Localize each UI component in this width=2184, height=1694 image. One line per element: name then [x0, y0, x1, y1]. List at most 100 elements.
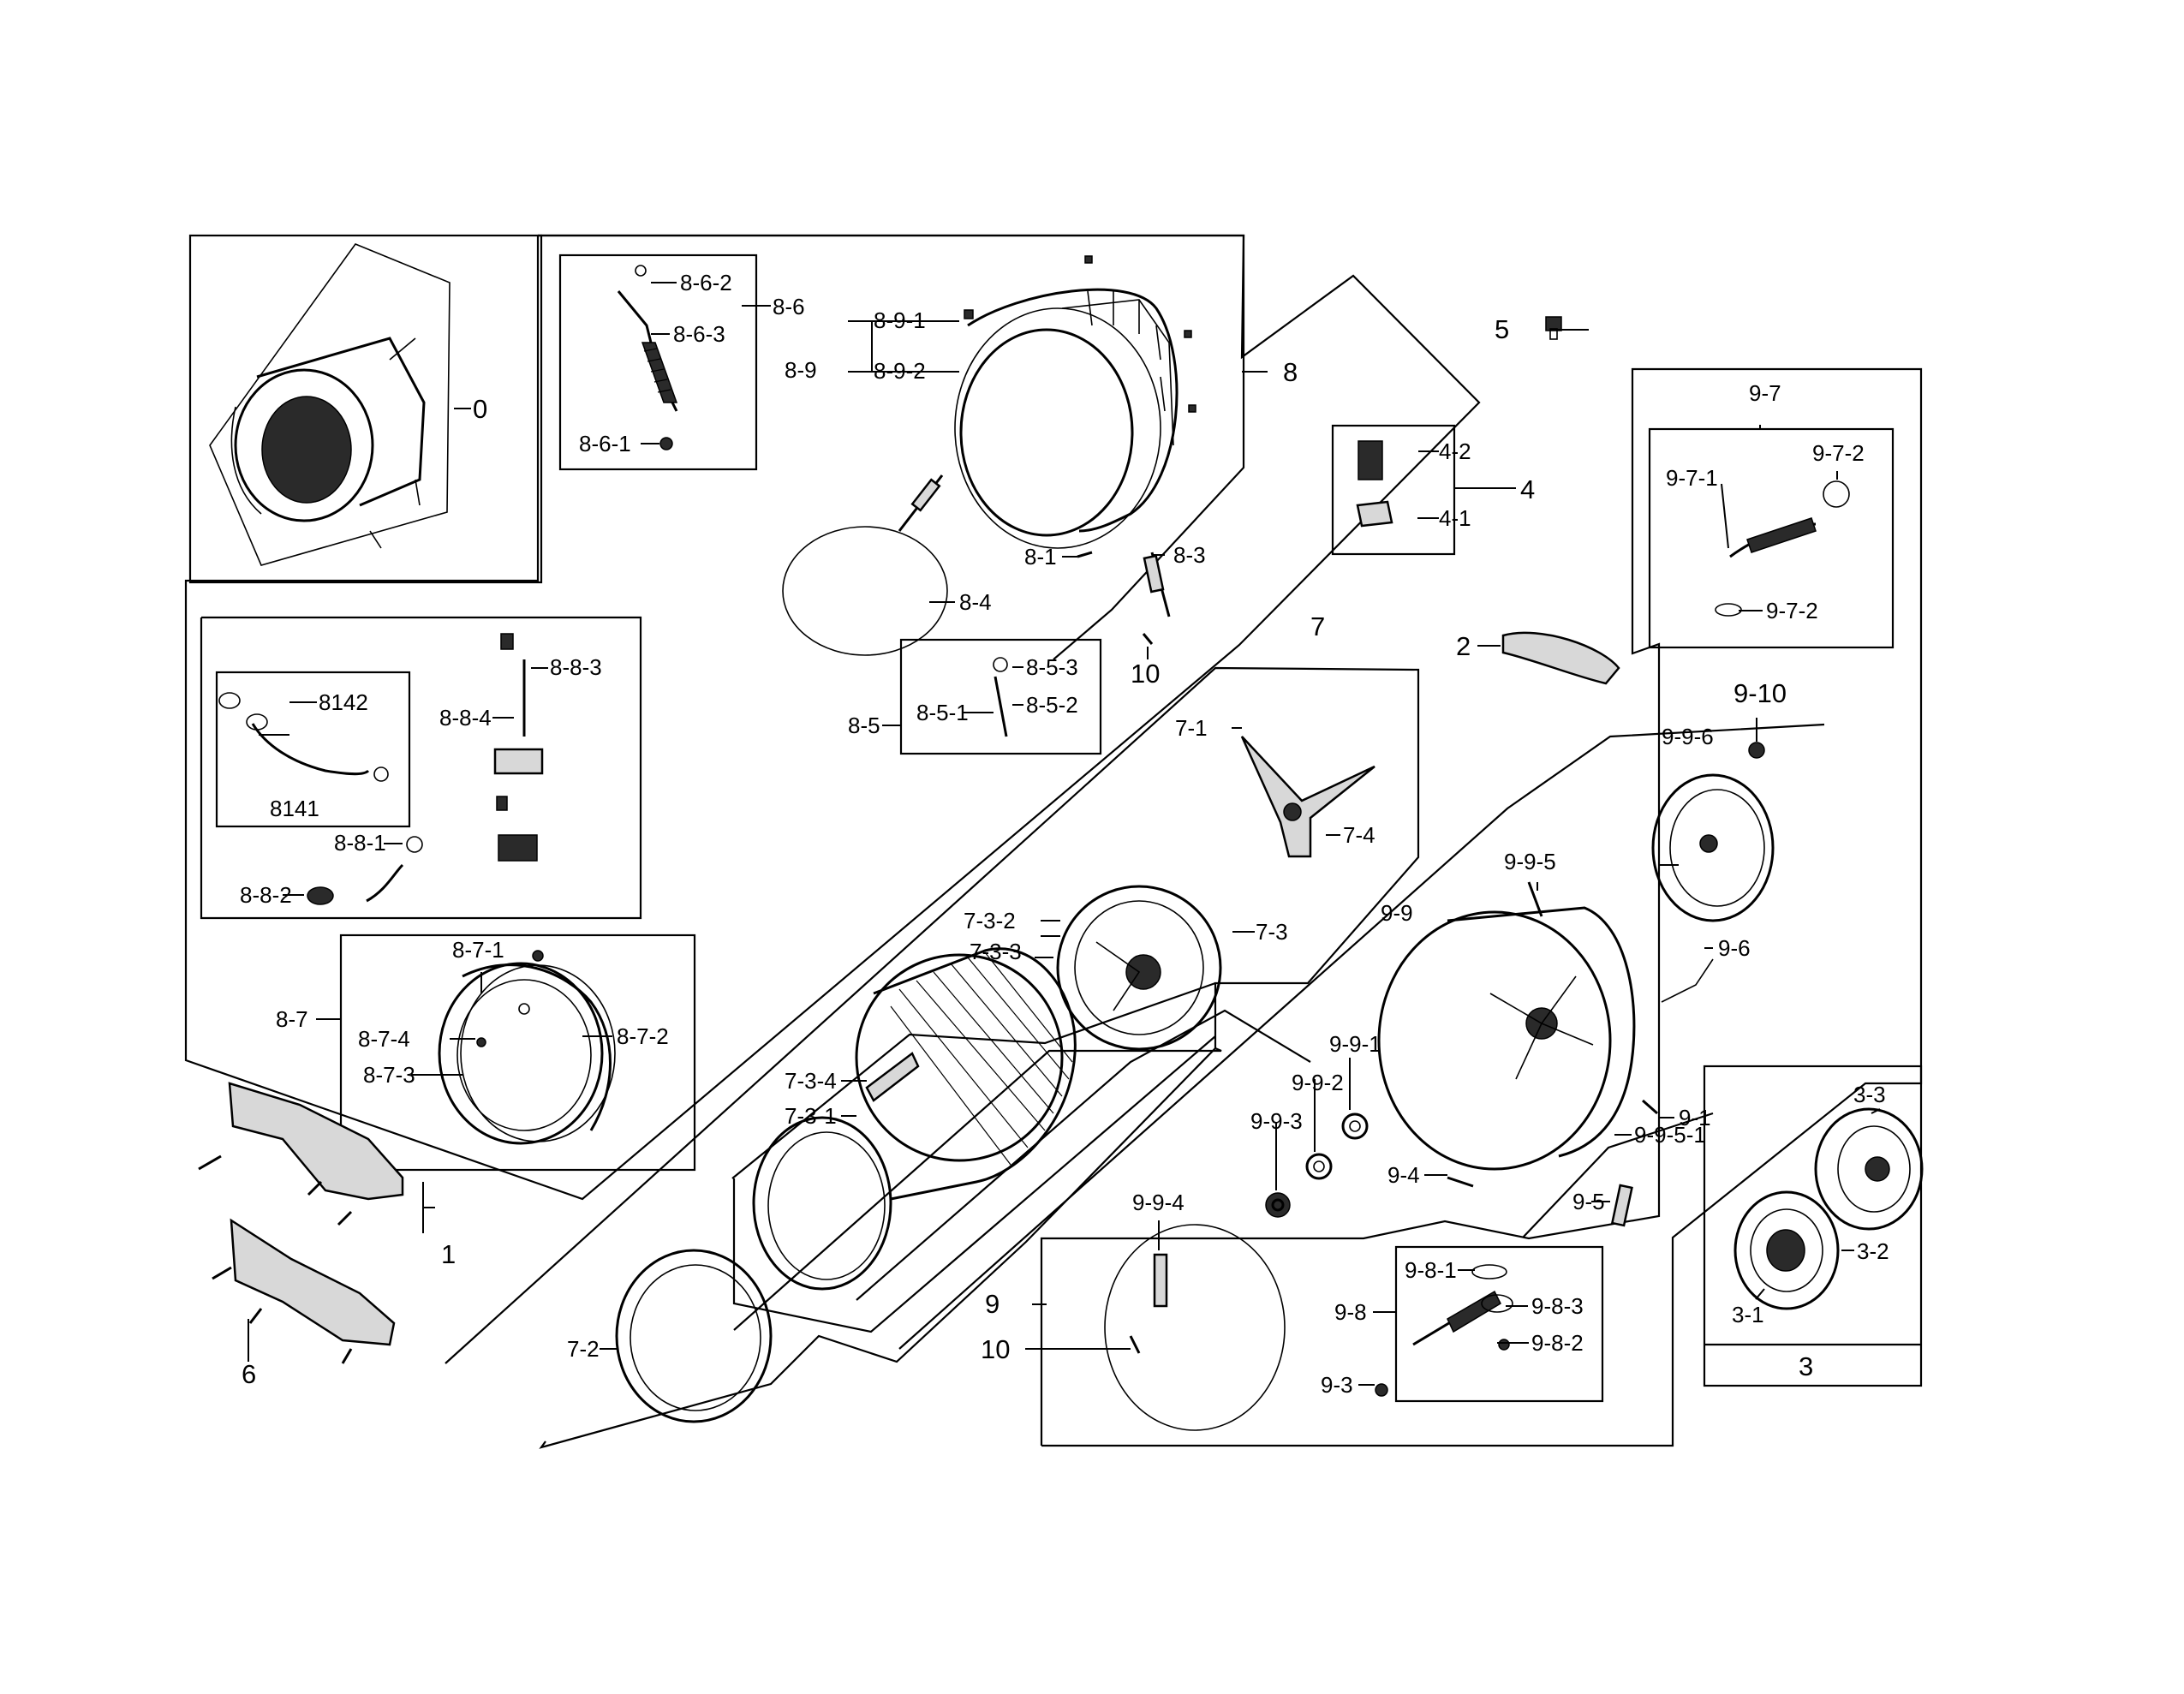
callout-9-10: 9-10 [1733, 678, 1787, 708]
connector-line-a [856, 1009, 1311, 1301]
frame-hinge-8-5 [899, 638, 1102, 755]
group-frames [184, 234, 1923, 1449]
callout-8-6-2: 8-6-2 [680, 270, 732, 295]
hose-8-6-illustration [617, 265, 678, 450]
callout-3: 3 [1799, 1351, 1813, 1381]
drum-7-illustration [615, 736, 1375, 1423]
callout-8142: 8142 [319, 689, 368, 715]
callout-9-9-2: 9-9-2 [1292, 1070, 1344, 1095]
callout-9-5: 9-5 [1572, 1189, 1605, 1214]
callout-7-3-4: 7-3-4 [785, 1068, 837, 1094]
callout-2: 2 [1456, 631, 1471, 661]
frame-assembly-0 [188, 234, 543, 584]
connector-line-c [1522, 1112, 1714, 1238]
callout-8-8-3: 8-8-3 [550, 654, 602, 680]
callout-9-9-6: 9-9-6 [1662, 724, 1714, 749]
callout-1: 1 [441, 1239, 456, 1269]
callout-8-9: 8-9 [785, 357, 817, 383]
callout-9-3: 9-3 [1321, 1372, 1353, 1398]
callout-7-3-1: 7-3-1 [785, 1103, 837, 1129]
frame-heater-4 [1331, 424, 1456, 556]
callout-4-2: 4-2 [1439, 438, 1471, 464]
callout-3-3: 3-3 [1853, 1082, 1886, 1107]
callout-9-7-2-bottom: 9-7-2 [1766, 598, 1818, 623]
callout-8: 8 [1283, 357, 1298, 387]
rotor-3-3 [1814, 1107, 1924, 1231]
frame-drum-7-3-box [732, 1035, 1216, 1333]
callout-8-4: 8-4 [959, 589, 992, 615]
callout-10-upper: 10 [1131, 659, 1160, 689]
callout-8-9-2: 8-9-2 [874, 358, 926, 384]
frame-drum-7-3 [731, 981, 1216, 1179]
heater-4-illustration [1356, 440, 1393, 528]
callout-9-9-4: 9-9-4 [1132, 1190, 1184, 1215]
callout-8-8-2: 8-8-2 [240, 882, 292, 908]
stator-3-2 [1733, 1190, 1840, 1310]
callout-8-9-1: 8-9-1 [874, 307, 926, 333]
callout-9-8-3: 9-8-3 [1531, 1293, 1584, 1319]
callout-8-1: 8-1 [1024, 544, 1057, 570]
frame-valve-8-8 [200, 616, 642, 920]
cover-9-9-6 [1651, 773, 1775, 922]
frame-hose-9-7 [1648, 427, 1895, 649]
callout-4-1: 4-1 [1439, 505, 1471, 531]
callout-7-3: 7-3 [1256, 919, 1288, 945]
callout-8-7-2: 8-7-2 [617, 1023, 669, 1049]
frame-door-8-7 [339, 933, 696, 1172]
callout-8-3: 8-3 [1173, 542, 1206, 568]
callout-8-5-3: 8-5-3 [1026, 654, 1078, 680]
callout-7-3-2: 7-3-2 [964, 908, 1016, 933]
tub-front-8-illustration [782, 255, 1196, 656]
bracket-1-illustration [198, 1082, 404, 1364]
frame-pump-9-8 [1394, 1245, 1604, 1403]
callout-labels: 0 8-6-2 8-6 8-6-3 8-6-1 8-9-1 8-9 8-9-2 … [240, 270, 1889, 1398]
frame-tub-front [538, 234, 1245, 660]
hinge-8-5-illustration [993, 657, 1008, 737]
callout-7-1: 7-1 [1175, 715, 1208, 741]
frame-tub-rear-9 [1040, 367, 1923, 1447]
callout-9-9-5: 9-9-5 [1504, 849, 1556, 874]
door-ring-8-7 [438, 962, 604, 1145]
callout-8-5: 8-5 [848, 713, 880, 738]
callout-9: 9 [985, 1289, 1000, 1319]
callout-5: 5 [1495, 314, 1509, 344]
frame-drum-7-inner [733, 1047, 1222, 1331]
callout-8-7-1: 8-7-1 [452, 937, 504, 963]
spider-7-1 [1240, 736, 1375, 858]
callout-9-8-1: 9-8-1 [1405, 1257, 1457, 1283]
callout-8-5-1: 8-5-1 [916, 700, 969, 725]
frame-tub-8 [184, 234, 1481, 1201]
balancer-7-2 [615, 1249, 773, 1423]
frame-hose-8141 [215, 671, 411, 828]
callout-8-7-4: 8-7-4 [358, 1026, 410, 1052]
motor-3-illustration [1733, 1107, 1924, 1310]
part-5-illustration [1545, 316, 1562, 340]
drum-back-7-3 [1056, 885, 1222, 1051]
callout-7-2: 7-2 [567, 1336, 600, 1362]
callout-8-5-2: 8-5-2 [1026, 692, 1078, 718]
callout-10-lower: 10 [981, 1334, 1010, 1364]
callout-9-8-2: 9-8-2 [1531, 1330, 1584, 1356]
callout-7-3-3: 7-3-3 [970, 939, 1022, 964]
callout-8-7-3: 8-7-3 [363, 1062, 415, 1088]
door-gasket-8-4 [782, 526, 948, 656]
callout-9-4: 9-4 [1387, 1162, 1420, 1188]
callout-9-9-3: 9-9-3 [1250, 1108, 1303, 1134]
callout-9-6: 9-6 [1718, 935, 1751, 961]
callout-8-8-4: 8-8-4 [439, 705, 492, 731]
callout-7-4: 7-4 [1343, 822, 1375, 848]
callout-9-7-1: 9-7-1 [1666, 465, 1718, 491]
callout-8-6: 8-6 [773, 294, 805, 319]
callout-9-7-2-top: 9-7-2 [1812, 440, 1865, 466]
drum-front-ring-7-3-1 [752, 1116, 892, 1291]
callout-9-7: 9-7 [1749, 380, 1781, 406]
connector-line-b [898, 723, 1825, 1350]
callout-8-6-3: 8-6-3 [673, 321, 725, 347]
leader-lines [248, 282, 1881, 1386]
callout-3-2: 3-2 [1857, 1238, 1889, 1264]
drum-cylinder-7-3-3 [855, 953, 1064, 1162]
gasket-9-9-4 [1104, 1224, 1286, 1431]
hose-8141-illustration [218, 692, 389, 782]
callout-8141: 8141 [270, 796, 319, 821]
